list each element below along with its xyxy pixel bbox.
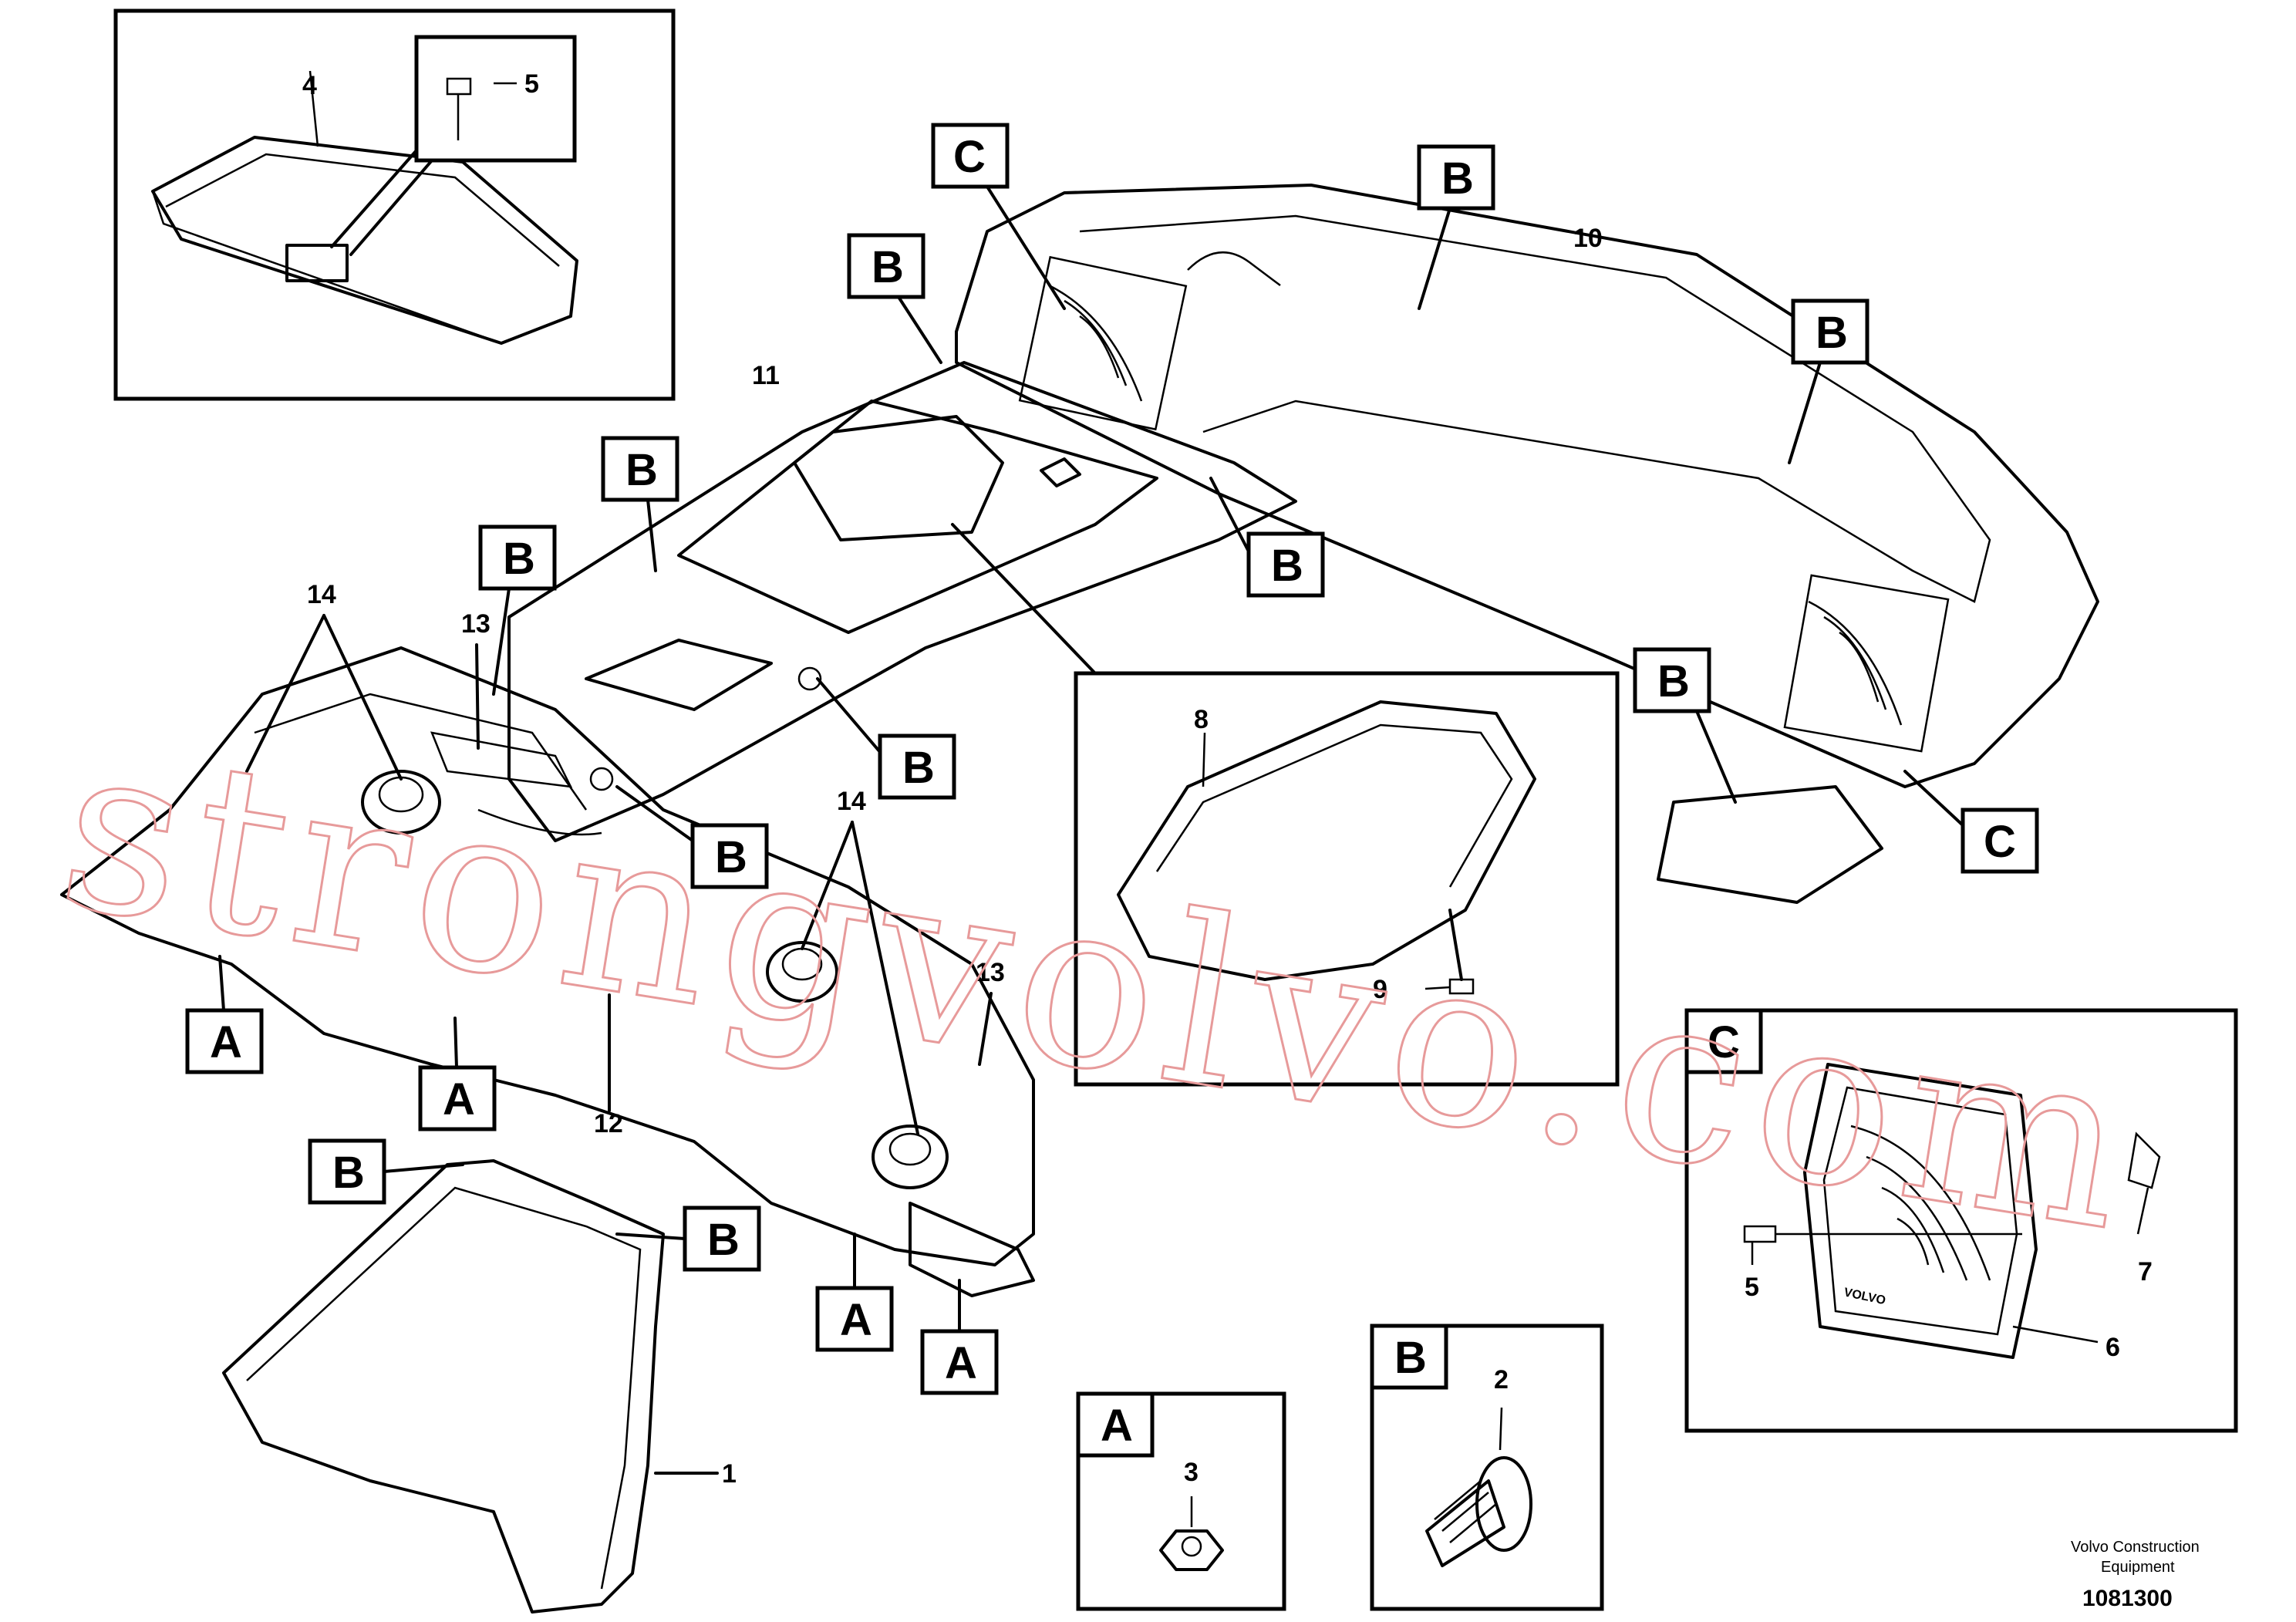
svg-text:B: B [625, 445, 658, 495]
part-number-7: 7 [2138, 1257, 2153, 1286]
part-number-6: 6 [2106, 1333, 2120, 1362]
svg-text:A: A [443, 1074, 475, 1125]
part-number-12: 12 [594, 1109, 623, 1138]
svg-text:B: B [1394, 1333, 1427, 1383]
part-number-13-lower: 13 [976, 958, 1005, 987]
svg-text:B: B [715, 832, 747, 882]
svg-text:B: B [902, 743, 935, 793]
detail-header-a: A [1076, 1391, 1155, 1458]
roof-frame-part-10 [955, 184, 2099, 904]
callout-tag-b-right-upper: B [1788, 298, 1870, 464]
inset-sun-visor [113, 8, 676, 401]
detail-header-b: B [1370, 1324, 1448, 1390]
callout-tag-a-1: A [185, 955, 264, 1074]
part-number-14-upper: 14 [307, 580, 336, 609]
leader-lines-14-13 [245, 614, 993, 1135]
footer-company-line1: Volvo Construction [2071, 1539, 2200, 1556]
headliner-part-11 [507, 361, 1297, 842]
part-number-5-detail: 5 [1745, 1273, 1759, 1302]
part-number-2: 2 [1494, 1365, 1509, 1394]
part-number-14-lower: 14 [837, 787, 866, 816]
panel-part-1 [222, 1159, 719, 1614]
part-number-4: 4 [302, 71, 317, 100]
callout-tag-b-left-2: B [478, 524, 557, 696]
part-number-10: 10 [1573, 224, 1603, 253]
part-number-9: 9 [1373, 975, 1387, 1004]
callout-tag-b-right-lower: B [1633, 647, 1737, 804]
svg-text:B: B [872, 242, 904, 292]
svg-text:B: B [1816, 308, 1848, 358]
svg-text:B: B [1441, 153, 1474, 204]
inset-cover [951, 523, 1620, 1087]
svg-text:A: A [945, 1338, 977, 1388]
svg-text:A: A [210, 1017, 242, 1067]
svg-text:A: A [1101, 1401, 1133, 1451]
svg-text:B: B [1271, 541, 1303, 591]
svg-text:B: B [1657, 656, 1690, 706]
svg-text:C: C [1708, 1017, 1740, 1067]
detail-box-c: VOLVO [1684, 1008, 2238, 1433]
part-number-11: 11 [752, 361, 780, 390]
callout-tag-b-mid-1: B [816, 677, 956, 800]
detail-header-c: C [1684, 1008, 1763, 1074]
part-number-8: 8 [1194, 705, 1209, 734]
callout-tag-b-top-right: B [1417, 144, 1495, 310]
part-number-13-upper: 13 [461, 609, 491, 639]
callout-tag-c-right: C [1903, 770, 2039, 874]
part-number-1: 1 [722, 1459, 737, 1489]
part-number-5: 5 [524, 69, 539, 99]
callout-tag-a-4: A [920, 1279, 999, 1395]
callout-tag-b-mid-right: B [1209, 477, 1325, 598]
callout-tag-b-lower-2: B [615, 1206, 761, 1272]
footer-company-line2: Equipment [2101, 1559, 2175, 1576]
svg-text:B: B [707, 1215, 740, 1265]
svg-text:C: C [953, 132, 986, 182]
callout-tag-b-left-1: B [601, 436, 679, 572]
part-number-3: 3 [1184, 1458, 1199, 1487]
callout-tag-a-2: A [418, 1017, 497, 1131]
callout-tag-b-mid-2: B [615, 785, 769, 889]
callout-tag-a-3: A [815, 1233, 894, 1352]
callout-tag-b-lower-1: B [308, 1138, 464, 1205]
svg-text:B: B [332, 1148, 365, 1198]
side-trim-part-12 [60, 646, 1035, 1297]
svg-text:A: A [840, 1295, 872, 1345]
svg-text:B: B [503, 534, 535, 584]
detail-box-b [1370, 1324, 1604, 1611]
callout-tag-b-top-left: B [847, 233, 942, 364]
svg-text:C: C [1984, 817, 2016, 867]
callout-tag-c-top: C [931, 123, 1066, 310]
footer-doc-number: 1081300 [2082, 1586, 2173, 1611]
